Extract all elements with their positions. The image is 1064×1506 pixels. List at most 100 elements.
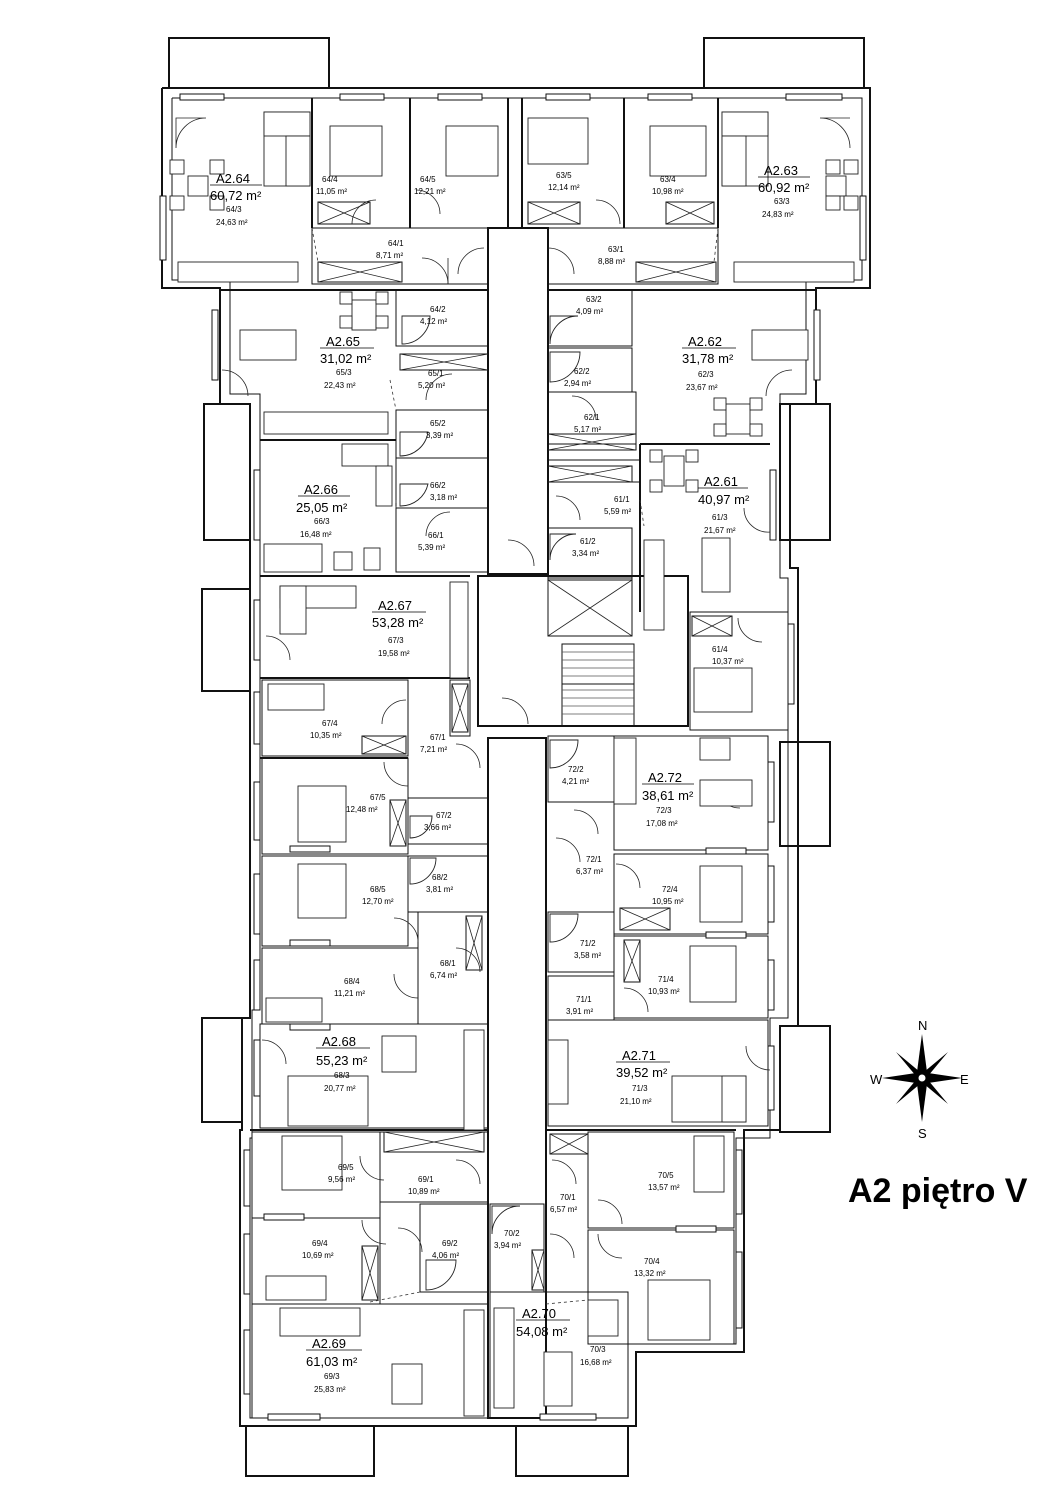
svg-text:38,61 m²: 38,61 m²: [642, 788, 694, 803]
svg-text:67/2: 67/2: [436, 811, 452, 820]
svg-text:20,77 m²: 20,77 m²: [324, 1084, 356, 1093]
room-72-1: 72/1 6,37 m²: [576, 855, 603, 876]
svg-text:66/3: 66/3: [314, 517, 330, 526]
svg-text:67/3: 67/3: [388, 636, 404, 645]
svg-text:A2.68: A2.68: [322, 1034, 356, 1049]
svg-text:66/1: 66/1: [428, 531, 444, 540]
svg-text:12,14 m²: 12,14 m²: [548, 183, 580, 192]
svg-text:22,43 m²: 22,43 m²: [324, 381, 356, 390]
svg-text:70/4: 70/4: [644, 1257, 660, 1266]
svg-text:63/1: 63/1: [608, 245, 624, 254]
svg-text:A2.63: A2.63: [764, 163, 798, 178]
svg-text:65/3: 65/3: [336, 368, 352, 377]
floor-title: A2 piętro V: [848, 1172, 1028, 1210]
svg-text:13,57 m²: 13,57 m²: [648, 1183, 680, 1192]
svg-text:A2.61: A2.61: [704, 474, 738, 489]
room-65-2: 65/23,39 m²: [426, 419, 453, 440]
svg-text:A2.71: A2.71: [622, 1048, 656, 1063]
room-63-2: 63/2 4,09 m²: [576, 295, 603, 316]
svg-text:3,66 m²: 3,66 m²: [424, 823, 451, 832]
compass-s: S: [918, 1126, 927, 1141]
svg-text:64/2: 64/2: [430, 305, 446, 314]
svg-text:16,48 m²: 16,48 m²: [300, 530, 332, 539]
room-64-5: 64/512,21 m²: [414, 175, 446, 196]
svg-text:12,48 m²: 12,48 m²: [346, 805, 378, 814]
svg-text:62/2: 62/2: [574, 367, 590, 376]
svg-text:10,98 m²: 10,98 m²: [652, 187, 684, 196]
svg-text:10,69 m²: 10,69 m²: [302, 1251, 334, 1260]
svg-text:A2.72: A2.72: [648, 770, 682, 785]
svg-text:71/2: 71/2: [580, 939, 596, 948]
room-62-1: 62/15,17 m²: [574, 413, 601, 434]
svg-text:64/1: 64/1: [388, 239, 404, 248]
svg-text:10,35 m²: 10,35 m²: [310, 731, 342, 740]
svg-text:69/4: 69/4: [312, 1239, 328, 1248]
room-71-1: 71/13,91 m²: [566, 995, 593, 1016]
svg-text:71/3: 71/3: [632, 1084, 648, 1093]
svg-text:5,20 m²: 5,20 m²: [418, 381, 445, 390]
room-66-1: 66/1 5,39 m²: [418, 531, 445, 552]
room-67-5: 67/512,48 m²: [346, 793, 386, 814]
svg-text:31,78 m²: 31,78 m²: [682, 351, 734, 366]
room-68-1: 68/16,74 m²: [430, 959, 457, 980]
svg-text:6,37 m²: 6,37 m²: [576, 867, 603, 876]
room-70-4: 70/413,32 m²: [634, 1257, 666, 1278]
svg-text:A2.69: A2.69: [312, 1336, 346, 1351]
svg-text:67/4: 67/4: [322, 719, 338, 728]
svg-text:40,97 m²: 40,97 m²: [698, 492, 750, 507]
svg-text:60,72 m²: 60,72 m²: [210, 188, 262, 203]
svg-text:A2.70: A2.70: [522, 1306, 556, 1321]
svg-text:69/1: 69/1: [418, 1175, 434, 1184]
compass-w: W: [870, 1072, 883, 1087]
svg-text:3,91 m²: 3,91 m²: [566, 1007, 593, 1016]
svg-text:10,37 m²: 10,37 m²: [712, 657, 744, 666]
svg-text:69/3: 69/3: [324, 1372, 340, 1381]
room-68-4: 68/411,21 m²: [334, 977, 365, 998]
svg-text:2,94 m²: 2,94 m²: [564, 379, 591, 388]
compass-rose-icon: N E S W: [870, 1018, 969, 1141]
svg-text:69/5: 69/5: [338, 1163, 354, 1172]
svg-text:68/5: 68/5: [370, 885, 386, 894]
svg-text:11,05 m²: 11,05 m²: [316, 187, 347, 196]
room-69-4: 69/4 10,69 m²: [302, 1239, 334, 1260]
svg-text:4,21 m²: 4,21 m²: [562, 777, 589, 786]
svg-text:10,89 m²: 10,89 m²: [408, 1187, 440, 1196]
svg-text:7,21 m²: 7,21 m²: [420, 745, 447, 754]
svg-text:61/2: 61/2: [580, 537, 596, 546]
svg-text:A2.65: A2.65: [326, 334, 360, 349]
bathroom-fixtures: [399, 315, 581, 1291]
svg-text:3,81 m²: 3,81 m²: [426, 885, 453, 894]
svg-text:39,52 m²: 39,52 m²: [616, 1065, 668, 1080]
svg-text:3,34 m²: 3,34 m²: [572, 549, 599, 558]
svg-text:A2.62: A2.62: [688, 334, 722, 349]
svg-text:71/4: 71/4: [658, 975, 674, 984]
svg-text:4,09 m²: 4,09 m²: [576, 307, 603, 316]
svg-text:72/1: 72/1: [586, 855, 602, 864]
svg-text:8,88 m²: 8,88 m²: [598, 257, 625, 266]
svg-text:63/4: 63/4: [660, 175, 676, 184]
room-62-2: 62/2 2,94 m²: [564, 367, 591, 388]
svg-text:63/2: 63/2: [586, 295, 602, 304]
compass-e: E: [960, 1072, 969, 1087]
room-61-4: 61/410,37 m²: [712, 645, 744, 666]
svg-text:A2.66: A2.66: [304, 482, 338, 497]
room-labels: 64/411,05 m² 64/512,21 m² 63/512,14 m² 6…: [302, 171, 744, 1278]
svg-text:5,39 m²: 5,39 m²: [418, 543, 445, 552]
svg-text:12,70 m²: 12,70 m²: [362, 897, 394, 906]
svg-text:21,67 m²: 21,67 m²: [704, 526, 736, 535]
svg-text:62/3: 62/3: [698, 370, 714, 379]
svg-text:62/1: 62/1: [584, 413, 600, 422]
room-65-1: 65/15,20 m²: [418, 369, 445, 390]
room-61-1: 61/15,59 m²: [604, 495, 631, 516]
svg-text:31,02 m²: 31,02 m²: [320, 351, 372, 366]
svg-text:6,57 m²: 6,57 m²: [550, 1205, 577, 1214]
